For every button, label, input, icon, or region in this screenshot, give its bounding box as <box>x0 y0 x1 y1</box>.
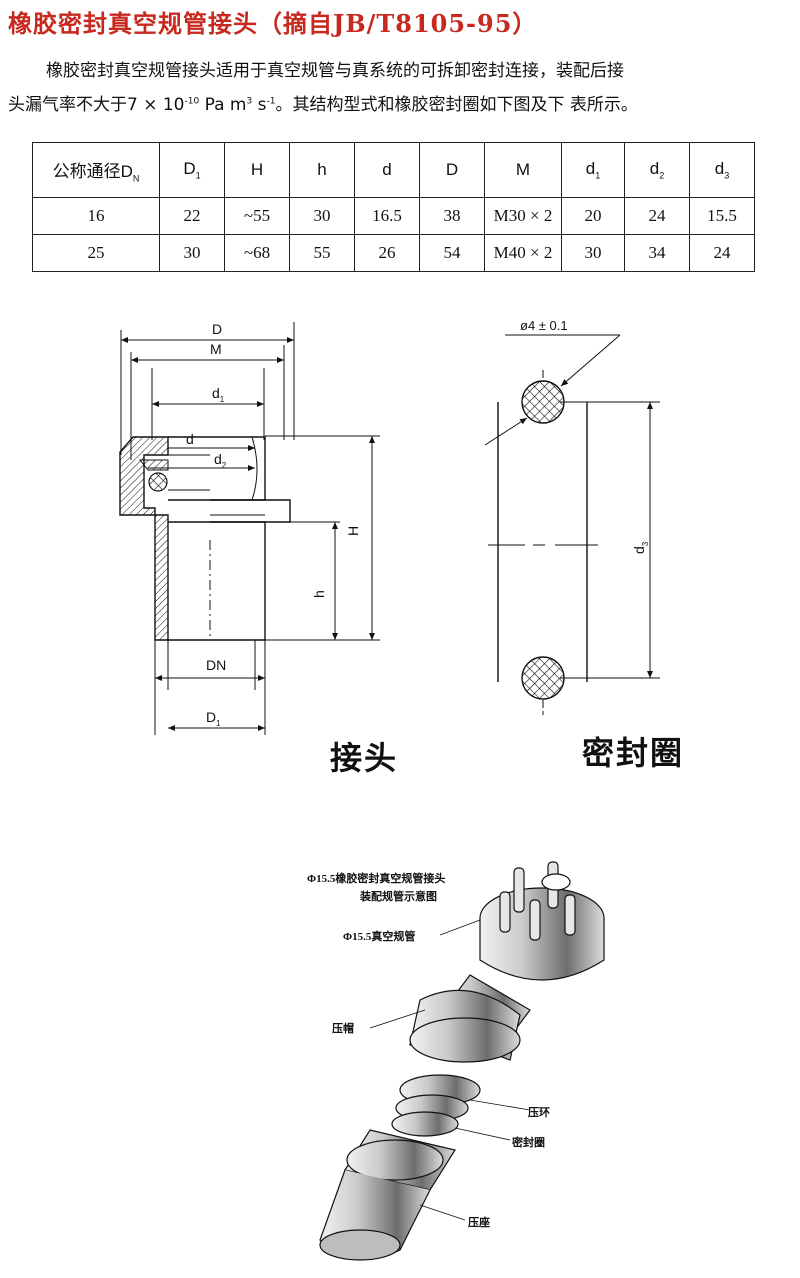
fitting-drawing <box>119 322 380 735</box>
assembly-title-line2: 装配规管示意图 <box>359 889 437 903</box>
dim-D1-label: D1 <box>206 709 221 728</box>
intro-paragraph: 橡胶密封真空规管接头适用于真空规管与真系统的可拆卸密封连接，装配后接 头漏气率不… <box>8 56 798 120</box>
table-cell: 54 <box>419 234 485 272</box>
dim-d3-label: d3 <box>631 541 650 554</box>
table-cell: 26 <box>354 234 420 272</box>
header-cell: D <box>419 142 485 198</box>
table-cell: 15.5 <box>689 197 755 235</box>
header-cell: d <box>354 142 420 198</box>
oring-drawing <box>484 334 660 715</box>
table-cell: 25 <box>32 234 160 272</box>
table-row: 25 30 ~68 55 26 54 M40 × 2 30 34 24 <box>32 234 755 272</box>
dim-M-label: M <box>210 341 222 357</box>
table-row: 16 22 ~55 30 16.5 38 M30 × 2 20 24 15.5 <box>32 197 755 235</box>
header-cell: d2 <box>624 142 690 198</box>
table-header-row: 公称通径DN D1 H h d D M d1 d2 d3 <box>32 142 755 198</box>
page-title: 橡胶密封真空规管接头（摘自JB/T8105-95） <box>8 9 538 38</box>
assembly-labels: Φ15.5橡胶密封真空规管接头 装配规管示意图 Φ15.5真空规管 压帽 压环 … <box>307 871 550 1229</box>
assembly-illustration <box>319 861 605 1261</box>
ring-parts <box>391 1074 481 1137</box>
dim-d2-label: d2 <box>214 451 227 470</box>
caption-fitting: 接头 <box>330 739 399 777</box>
oring-labels: ø4 ± 0.1 d3 <box>520 318 650 554</box>
dim-D-label: D <box>212 321 222 337</box>
table-cell: 38 <box>419 197 485 235</box>
dim-DN-label: DN <box>206 657 226 673</box>
table-cell: 24 <box>624 197 690 235</box>
intro-line-1: 橡胶密封真空规管接头适用于真空规管与真系统的可拆卸密封连接，装配后接 <box>46 61 624 81</box>
label-seal: 密封圈 <box>512 1135 545 1149</box>
assembly-title-line1: Φ15.5橡胶密封真空规管接头 <box>307 871 445 885</box>
label-ring: 压环 <box>528 1105 550 1119</box>
table-cell: 55 <box>289 234 355 272</box>
cap-part <box>409 989 521 1063</box>
dim-d1-label: d1 <box>212 385 225 404</box>
table-cell: 16.5 <box>354 197 420 235</box>
fitting-dimension-labels: D M d1 d d2 H h DN D1 <box>186 321 361 728</box>
oring-diameter-label: ø4 ± 0.1 <box>520 318 568 333</box>
header-cell: d3 <box>689 142 755 198</box>
gauge-tube <box>479 861 605 981</box>
table-cell: 24 <box>689 234 755 272</box>
label-gauge-tube: Φ15.5真空规管 <box>343 929 415 943</box>
header-cell: d1 <box>561 142 625 198</box>
header-cell: D1 <box>159 142 225 198</box>
spec-table: 公称通径DN D1 H h d D M d1 d2 d3 16 22 ~55 3… <box>32 142 755 272</box>
seat-part <box>319 1129 456 1261</box>
table-cell: 16 <box>32 197 160 235</box>
table-cell: ~55 <box>224 197 290 235</box>
label-cap: 压帽 <box>332 1021 354 1035</box>
header-cell: 公称通径DN <box>32 142 160 198</box>
dim-H-label: H <box>345 526 361 536</box>
label-seat: 压座 <box>468 1215 490 1229</box>
table-cell: 30 <box>289 197 355 235</box>
dim-d-label: d <box>186 431 194 447</box>
intro-line-2: 头漏气率不大于7 × 10-10 Pa m3 s-1。其结构型式和橡胶密封圈如下… <box>8 94 638 115</box>
caption-seal-ring: 密封圈 <box>582 734 685 772</box>
table-cell: 34 <box>624 234 690 272</box>
table-cell: M40 × 2 <box>484 234 562 272</box>
dim-h-label: h <box>311 590 327 598</box>
